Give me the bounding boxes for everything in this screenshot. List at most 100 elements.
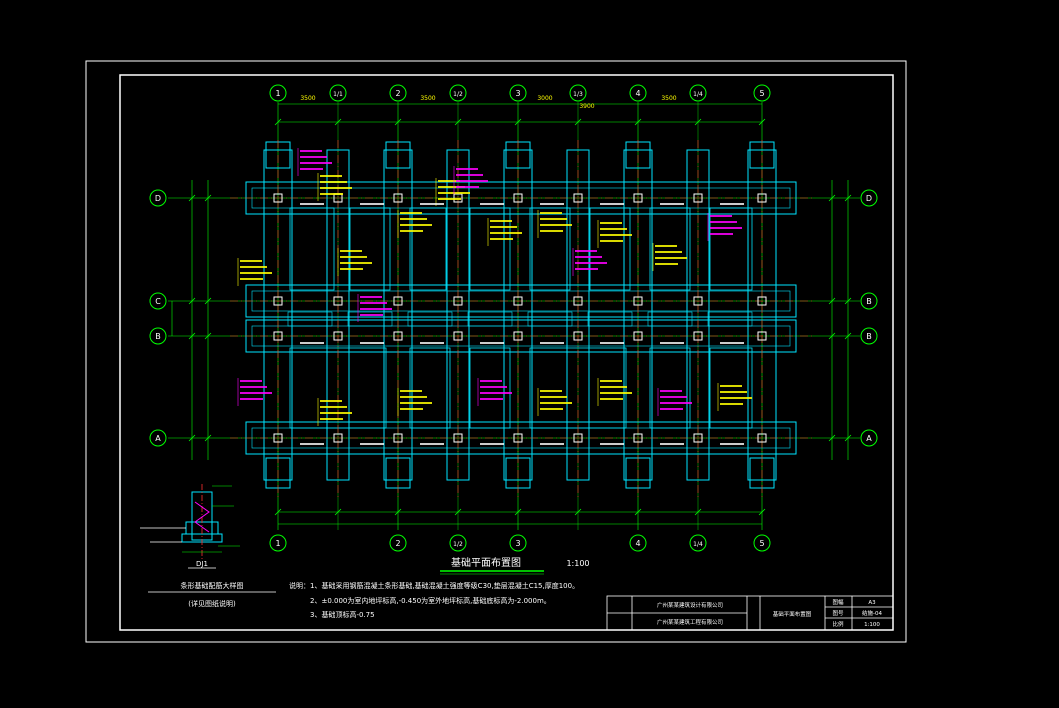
axis-bubble-label: 2 <box>395 89 400 98</box>
member-label-mark <box>240 392 272 394</box>
member-label-mark <box>655 263 678 265</box>
dim-top-4: 3900 <box>579 103 594 110</box>
tie-beam <box>287 311 333 327</box>
column <box>757 193 767 203</box>
tie-beam <box>587 311 633 327</box>
dimension-tick <box>828 332 836 340</box>
member-label-mark <box>575 262 607 264</box>
column <box>273 331 283 341</box>
member-label-mark <box>575 268 598 270</box>
axis-grid-lines <box>168 102 860 530</box>
tb-company-2: 广州某某建筑工程有限公司 <box>657 618 723 626</box>
drawing-title-group: 基础平面布置图 1:100 <box>440 556 590 575</box>
member-label-mark <box>400 230 423 232</box>
axis-bubble-top: 2 <box>389 84 407 102</box>
member-label-mark <box>600 222 622 224</box>
member-labels <box>237 148 752 445</box>
member-label-mark <box>540 212 562 214</box>
column <box>393 193 403 203</box>
axis-bubble-label: 4 <box>635 89 640 98</box>
member-label-mark <box>660 396 687 398</box>
axis-bubble-bottom: 5 <box>753 534 771 552</box>
axis-bubble-bottom: 1 <box>269 534 287 552</box>
member-label-mark <box>720 403 743 405</box>
drawing-scale: 1:100 <box>566 559 589 568</box>
member-label-mark <box>240 260 262 262</box>
strip-size-mark <box>660 203 684 205</box>
axis-bubble-circle <box>509 84 527 102</box>
bay-outline <box>289 207 335 291</box>
strip-footing <box>503 149 533 481</box>
member-label-mark <box>240 386 267 388</box>
dim-top-1: 3500 <box>300 95 315 102</box>
axis-bubble-top: 4 <box>629 84 647 102</box>
dimension-tick <box>204 194 212 202</box>
member-label-mark <box>456 174 483 176</box>
strip-size-mark <box>540 443 564 445</box>
notes-line-3: 3、基础顶标高-0.75 <box>310 610 375 619</box>
axis-bubble-bottom: 1/2 <box>449 534 467 552</box>
foundation-centerlines <box>230 140 812 500</box>
member-label-mark <box>660 390 682 392</box>
axis-bubble-circle <box>689 84 707 102</box>
axis-bubble-circle <box>860 292 878 310</box>
member-label-mark <box>710 233 733 235</box>
notes-line-1: 1、基础采用钢筋混凝土条形基础,基础混凝土强度等级C30,垫层混凝土C15,厚度… <box>310 581 579 590</box>
axis-bubble-top: 5 <box>753 84 771 102</box>
strip-size-mark <box>420 342 444 344</box>
column <box>757 296 767 306</box>
axis-bubble-circle <box>753 534 771 552</box>
member-label-mark <box>320 193 343 195</box>
member-label-mark <box>320 175 342 177</box>
member-label-mark <box>240 266 267 268</box>
member-label-mark <box>320 187 352 189</box>
column <box>693 331 703 341</box>
member-label-mark <box>720 397 752 399</box>
member-label-mark <box>600 228 627 230</box>
dimension-tick <box>274 508 282 516</box>
member-label-mark <box>320 406 347 408</box>
strip-size-mark <box>540 342 564 344</box>
dimension-tick <box>634 118 642 126</box>
member-label-mark <box>360 308 392 310</box>
strip-size-mark <box>360 342 384 344</box>
axis-bubble-circle <box>389 84 407 102</box>
member-label-mark <box>660 408 683 410</box>
tie-beam <box>527 311 573 327</box>
member-label-mark <box>490 226 517 228</box>
axis-bubble-right: D <box>860 189 878 207</box>
tie-beam <box>707 311 753 327</box>
dimension-tick <box>334 508 342 516</box>
tb-size-label: 图幅 <box>832 598 844 606</box>
axis-bubble-top: 1/4 <box>689 84 707 102</box>
member-label-mark <box>300 162 332 164</box>
strip-size-mark <box>300 203 324 205</box>
member-label-mark <box>490 232 522 234</box>
member-label-mark <box>340 268 363 270</box>
notes-line-2: 2、±0.000为室内地坪标高,-0.450为室外地坪标高,基础底标高为-2.0… <box>310 596 551 605</box>
dimension-tick <box>514 118 522 126</box>
member-label-mark <box>400 408 423 410</box>
tb-scale-label: 比例 <box>832 620 844 628</box>
axis-bubble-label: A <box>155 434 161 443</box>
member-label-mark <box>456 186 479 188</box>
strip-size-mark <box>600 342 624 344</box>
member-label-mark <box>360 314 383 316</box>
member-label-mark <box>438 198 461 200</box>
member-label-mark <box>400 396 427 398</box>
strip-size-mark <box>660 342 684 344</box>
axis-bubble-circle <box>149 189 167 207</box>
axis-bubble-circle <box>509 534 527 552</box>
axis-bubble-label: D <box>866 194 872 203</box>
title-block <box>606 595 894 631</box>
member-label-mark <box>540 396 567 398</box>
column <box>633 193 643 203</box>
column <box>633 296 643 306</box>
strip-size-mark <box>480 443 504 445</box>
strip-size-mark <box>600 203 624 205</box>
dimension-tick <box>188 434 196 442</box>
axis-bubble-label: B <box>866 332 872 341</box>
member-label-mark <box>540 390 562 392</box>
tb-company-1: 广州某某建筑设计有限公司 <box>657 601 723 609</box>
member-label-mark <box>480 386 507 388</box>
